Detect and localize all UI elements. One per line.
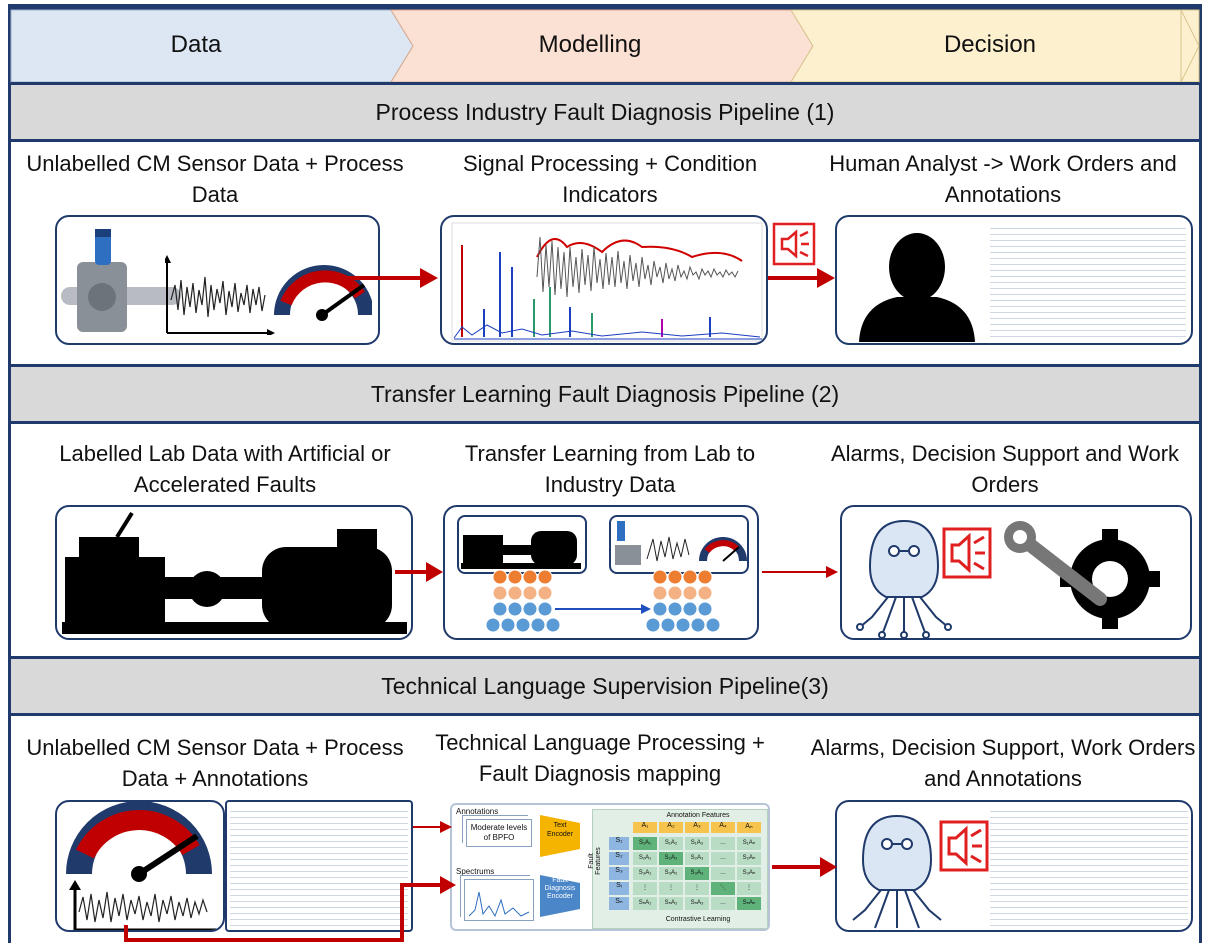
matrix-cell: ⋮ (685, 882, 709, 895)
matrix-cell: S₁A₁ (633, 837, 657, 850)
matrix-cell: SₙAₙ (737, 897, 761, 910)
p1-human-analyst-panel (835, 215, 1193, 345)
person-icon (859, 233, 975, 342)
pipeline-3-title: Technical Language Supervision Pipeline(… (11, 656, 1199, 716)
decision-support-illustration (856, 519, 1160, 638)
ai-robot-head-icon (856, 519, 952, 638)
stage-modelling-label: Modelling (538, 31, 642, 58)
matrix-cell: S₂A₁ (633, 852, 657, 865)
annotations-label: Annotations (456, 807, 499, 816)
matrix-cell: SₙA₁ (633, 897, 657, 910)
alarm-speaker-icon (772, 222, 816, 266)
p3-tls-figure: Annotations Moderate levels of BPFO Spec… (450, 803, 770, 931)
work-order-document (987, 223, 1189, 341)
lab-rig-thumbnail (457, 515, 587, 574)
p2-lab-data-panel (55, 505, 413, 640)
stage-chevrons (10, 9, 1200, 83)
p1-step2-caption: Signal Processing + Condition Indicators (462, 151, 758, 207)
p1-step1-caption: Unlabelled CM Sensor Data + Process Data (26, 151, 404, 207)
p3-annotation-document (225, 800, 413, 932)
matrix-cell: … (711, 867, 735, 880)
text-encoder-label: Text Encoder (546, 822, 574, 838)
matrix-cell: S₁Aₙ (737, 837, 761, 850)
matrix-cell: S₂A₂ (659, 852, 683, 865)
matrix-cell: SₙA₃ (685, 897, 709, 910)
vibration-signal-plot (165, 255, 275, 335)
col-header: Aₙ (737, 822, 761, 833)
gauge-and-signal-illustration (66, 802, 217, 930)
row-header: S₂ (609, 852, 629, 865)
ai-decision-illustration (852, 814, 989, 929)
alarm-speaker-icon-2 (942, 527, 992, 579)
p1-signal-processing-panel (440, 215, 768, 345)
p2-step2-caption: Transfer Learning from Lab to Industry D… (464, 441, 756, 497)
col-header: A₁ (633, 822, 657, 833)
col-header: A₃ (685, 822, 709, 833)
ai-robot-head-icon (852, 814, 942, 929)
row-header: Sᵢ (609, 882, 629, 895)
wrench-gear-icon (1004, 521, 1160, 629)
col-header: A₂ (659, 822, 683, 833)
p1-step3-caption: Human Analyst -> Work Orders and Annotat… (829, 151, 1177, 207)
col-header: A₄ (711, 822, 735, 833)
matrix-cell: … (711, 852, 735, 865)
pipeline-2-title: Transfer Learning Fault Diagnosis Pipeli… (11, 364, 1199, 424)
spectrum-plot (451, 222, 763, 342)
matrix-cell: S₃A₂ (659, 867, 683, 880)
contrastive-learning-box: Annotation Features Fault Features Contr… (588, 809, 768, 929)
matrix-cell: ⋮ (737, 882, 761, 895)
spectrum-card (464, 879, 534, 921)
matrix-cell: ⋮ (633, 882, 657, 895)
matrix-cell: S₁A₂ (659, 837, 683, 850)
matrix-cell: ⋱ (711, 882, 735, 895)
spectrums-label: Spectrums (456, 867, 495, 876)
p2-decision-panel (840, 505, 1192, 640)
p3-step2-caption: Technical Language Processing + Fault Di… (435, 730, 765, 786)
p2-step3-caption: Alarms, Decision Support and Work Orders (830, 441, 1180, 497)
pipeline-1-title: Process Industry Fault Diagnosis Pipelin… (11, 82, 1199, 142)
fault-feature-headers: S₁ S₂ S₃ Sᵢ Sₙ (609, 837, 629, 910)
bearing-sensor-illustration (61, 229, 181, 332)
p3-step3-caption: Alarms, Decision Support, Work Orders an… (810, 735, 1196, 791)
gauge-icon (274, 265, 372, 321)
matrix-cell: S₂A₃ (685, 852, 709, 865)
matrix-cell: S₃Aₙ (737, 867, 761, 880)
p3-step1-caption: Unlabelled CM Sensor Data + Process Data… (26, 735, 404, 791)
contrastive-learning-label: Contrastive Learning (665, 916, 731, 923)
stage-decision-tip (1180, 9, 1200, 83)
alarm-speaker-icon-3 (939, 820, 989, 872)
row-header: S₃ (609, 867, 629, 880)
row-header: Sₙ (609, 897, 629, 910)
matrix-cell: … (711, 837, 735, 850)
encoders (540, 815, 580, 917)
matrix-cell: SₙA₂ (659, 897, 683, 910)
lab-test-rig-illustration (62, 511, 407, 634)
figure-frame (8, 4, 1202, 943)
matrix-cell: ⋮ (659, 882, 683, 895)
p1-sensor-data-panel (55, 215, 380, 345)
matrix-cell: S₃A₁ (633, 867, 657, 880)
annotation-text-card: Moderate levels of BPFO (466, 819, 532, 847)
top-border (8, 4, 1202, 10)
matrix-cell: S₂Aₙ (737, 852, 761, 865)
annotation-features-label: Annotation Features (666, 812, 730, 819)
matrix-cell: S₁A₃ (685, 837, 709, 850)
p2-step1-caption: Labelled Lab Data with Artificial or Acc… (59, 441, 391, 497)
p3-decision-panel (835, 800, 1193, 932)
p2-transfer-learning-panel (443, 505, 759, 640)
row-header: S₁ (609, 837, 629, 850)
p3-sensor-data-panel (55, 800, 225, 932)
matrix-cell: … (711, 897, 735, 910)
stage-decision-label: Decision (943, 31, 1037, 58)
matrix-cell: S₃A₃ (685, 867, 709, 880)
annotation-feature-headers: A₁ A₂ A₃ A₄ Aₙ (633, 822, 761, 833)
annotation-document (987, 806, 1191, 930)
fault-encoder-label: Fault Diagnosis Encoder (544, 877, 576, 900)
stage-data-label: Data (170, 31, 222, 58)
neural-network-diagram (485, 569, 721, 633)
